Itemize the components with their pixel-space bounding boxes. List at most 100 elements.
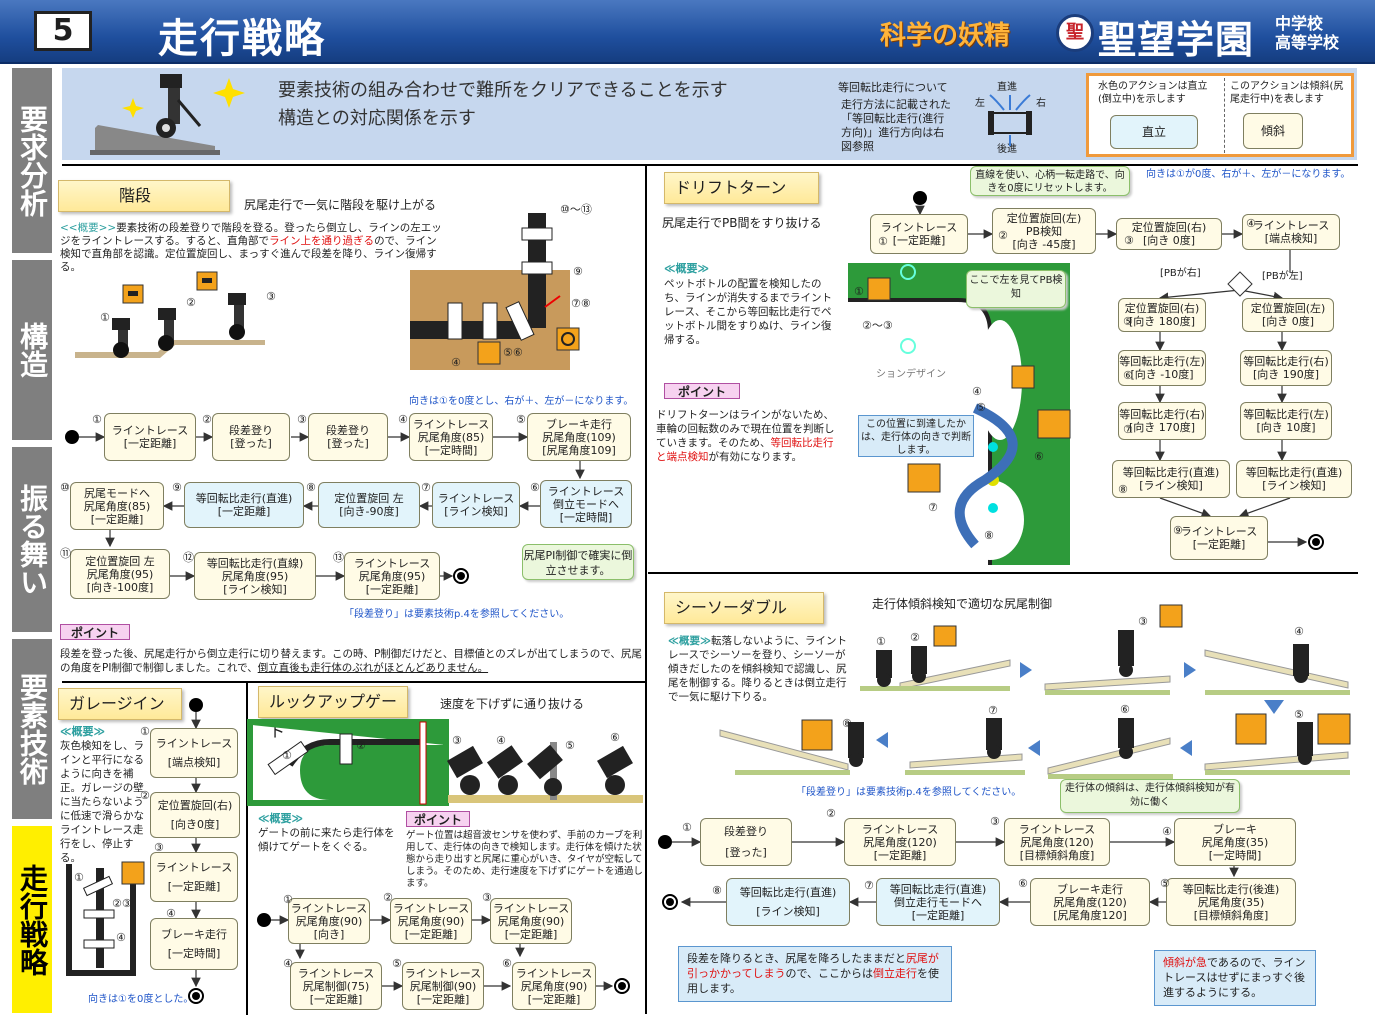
sidebar-item-structure[interactable]: 構造: [12, 260, 52, 440]
map-note-pb: ここで左を見てPB検知: [966, 270, 1066, 308]
stairs-node-13: ライントレース尻尾角度(95)[一定距離]: [344, 552, 440, 600]
seesaw-pic-label: ⑥: [1120, 703, 1130, 716]
garage-node-1: ライントレース[端点検知]: [150, 728, 238, 778]
ramp-base: [90, 150, 220, 155]
steep-b: であるので、ライントレースはせずにまっすぐ後進するようにする。: [1163, 956, 1306, 999]
descend-c: を使用します。: [687, 967, 940, 995]
node-num: ③: [154, 841, 164, 854]
node-num: ⑧: [1118, 483, 1128, 496]
descend-b: ので、ここからは: [785, 967, 874, 980]
node-num: ③: [297, 413, 307, 426]
lookup-pic-label: ④: [496, 734, 506, 747]
node-num: ⑦: [864, 879, 874, 892]
seesaw-ref-note: 「段差登り」は要素技術p.4を参照してください。: [796, 787, 1022, 798]
seesaw-node-3: ライントレース尻尾角度(120)[目標傾斜角度]: [1004, 818, 1110, 866]
node-num: ②: [140, 789, 150, 802]
node-num: ⑦: [1123, 423, 1133, 436]
rotate-icon: [556, 327, 580, 351]
node-num: ⑬: [333, 551, 344, 564]
divider: [246, 683, 248, 1015]
sidebar-item-strategy[interactable]: 走行戦略: [12, 826, 52, 1013]
stairs-pic-label: ⑦⑧: [571, 297, 591, 310]
branch-left-label: [PBが左]: [1262, 271, 1303, 282]
steep-red: 傾斜が急: [1163, 956, 1207, 969]
header-bar: [0, 0, 1375, 64]
sidebar-item-behavior[interactable]: 振る舞い: [12, 447, 52, 632]
seesaw-pic-label: ④: [1294, 625, 1304, 638]
arrow-red: [544, 295, 561, 308]
drift-node-5r: 定位置旋回(右)[向き 180度]: [1118, 298, 1206, 332]
drift-node-7l: 等回転比走行(左)[向き 10度]: [1240, 402, 1332, 440]
node-num: ④: [166, 907, 176, 920]
end-dot: [453, 568, 469, 584]
school-name: 聖望学園: [1098, 18, 1255, 62]
stairs-pic-label: ③: [266, 290, 276, 303]
stairs-node-9: 等回転比走行(直進)[一定距離]: [184, 482, 304, 528]
start-dot: [65, 430, 79, 444]
map-label: ②～③: [862, 319, 893, 332]
dir-left-label: 左: [975, 98, 985, 109]
seesaw-subtitle: 走行体傾斜検知で適切な尻尾制御: [872, 597, 1053, 611]
dir-forward-label: 直進: [997, 82, 1017, 93]
stairs-overview-red: ライン上を通り過ぎる: [269, 235, 375, 247]
stairs-tag-label: 階段: [119, 186, 152, 205]
node-num: ⑤: [516, 413, 526, 426]
stairs-node-2: 段差登り[登った]: [212, 413, 290, 461]
sidebar-item-element-tech[interactable]: 要素技術: [12, 639, 52, 819]
lookup-point-label: ポイント: [406, 811, 470, 827]
drift-subtitle: 尻尾走行でPB間をすり抜ける: [662, 216, 822, 230]
sensor-icon: [801, 719, 833, 751]
node-num: ④: [1246, 217, 1256, 230]
sensor-icon: [1011, 365, 1035, 389]
lookup-pic-label: ⑤: [565, 739, 575, 752]
page-number: 5: [34, 11, 92, 51]
stairs-node-1: ライントレース[一定距離]: [104, 413, 196, 461]
robot-top-icon: [521, 227, 553, 241]
lookup-node-3: ライントレース尻尾角度(90)[一定距離]: [490, 898, 572, 944]
stairs-pic-label: ⑩～⑬: [560, 203, 592, 216]
school-sub-high: 高等学校: [1275, 33, 1340, 52]
drift-node-9: ライントレース[一定距離]: [1170, 516, 1268, 560]
legend-tilt-desc: このアクションは傾斜(尻尾走行中)を表します: [1230, 81, 1344, 105]
drift-point-label: ポイント: [664, 383, 740, 399]
divider: [62, 164, 1358, 166]
stairs-node-10: 尻尾モードへ尻尾角度(85)[一定距離]: [70, 482, 164, 530]
seesaw-overview-text: 転落しないように、ライントレースでシーソーを登り、シーソーが傾きだしたのを傾斜検…: [668, 635, 847, 703]
drift-node-8l: 等回転比走行(直進)[ライン検知]: [1236, 460, 1352, 498]
gate-floor: [448, 795, 643, 803]
divider: [62, 681, 646, 683]
node-num: ⑥: [1018, 877, 1028, 890]
node-num: ⑨: [172, 481, 182, 494]
requirement-line-2: 構造との対応関係を示す: [278, 108, 476, 129]
map-label: ⑧: [984, 529, 994, 542]
garage-pic-label: ①: [74, 871, 84, 884]
garage-overview-label: ≪概要≫: [60, 725, 106, 738]
turn-method-title: 等回転比走行について: [838, 81, 948, 94]
garage-direction-note: 向きは①を0度とした。: [88, 994, 194, 1005]
stairs-node-5: ブレーキ走行尻尾角度(109)[尻尾角度109]: [527, 413, 631, 461]
stairs-node-6: ライントレース倒立モードへ[一定時間]: [540, 480, 632, 528]
sensor-icon: [907, 463, 941, 493]
descend-a: 段差を降りるとき、尻尾を降ろしたままだと: [687, 952, 906, 965]
drift-point-red: 等回転比走行と端点検知: [656, 437, 834, 463]
seesaw-node-8: 等回転比走行(直進)[ライン検知]: [726, 878, 850, 926]
sidebar-item-requirements[interactable]: 要求分析: [12, 68, 52, 253]
node-num: ⑥: [502, 957, 512, 970]
node-num: ①: [878, 235, 888, 248]
stairs-overview-b: ので、ライン検知で直角部を認識。定位置旋回し、まっすぐ進んで段差を降り、ライン復…: [60, 235, 437, 273]
flow-arrow-icons: [876, 662, 1284, 756]
end-dot: [1308, 534, 1324, 550]
divider: [648, 572, 1358, 574]
stairs-tag: 階段: [58, 180, 230, 212]
robot-icon-1: [112, 318, 130, 358]
node-num: ④: [283, 957, 293, 970]
lookup-node-2: ライントレース尻尾角度(90)[一定距離]: [390, 898, 472, 944]
seesaw-tilt-note: 走行体の傾斜は、走行体傾斜検知が有効に働く: [1060, 779, 1240, 813]
end-dot: [662, 894, 678, 910]
garage-pic-label: ④: [116, 931, 126, 944]
garage-tag-label: ガレージイン: [69, 694, 165, 713]
node-num: ⑦: [421, 481, 431, 494]
node-num: ⑤: [392, 957, 402, 970]
